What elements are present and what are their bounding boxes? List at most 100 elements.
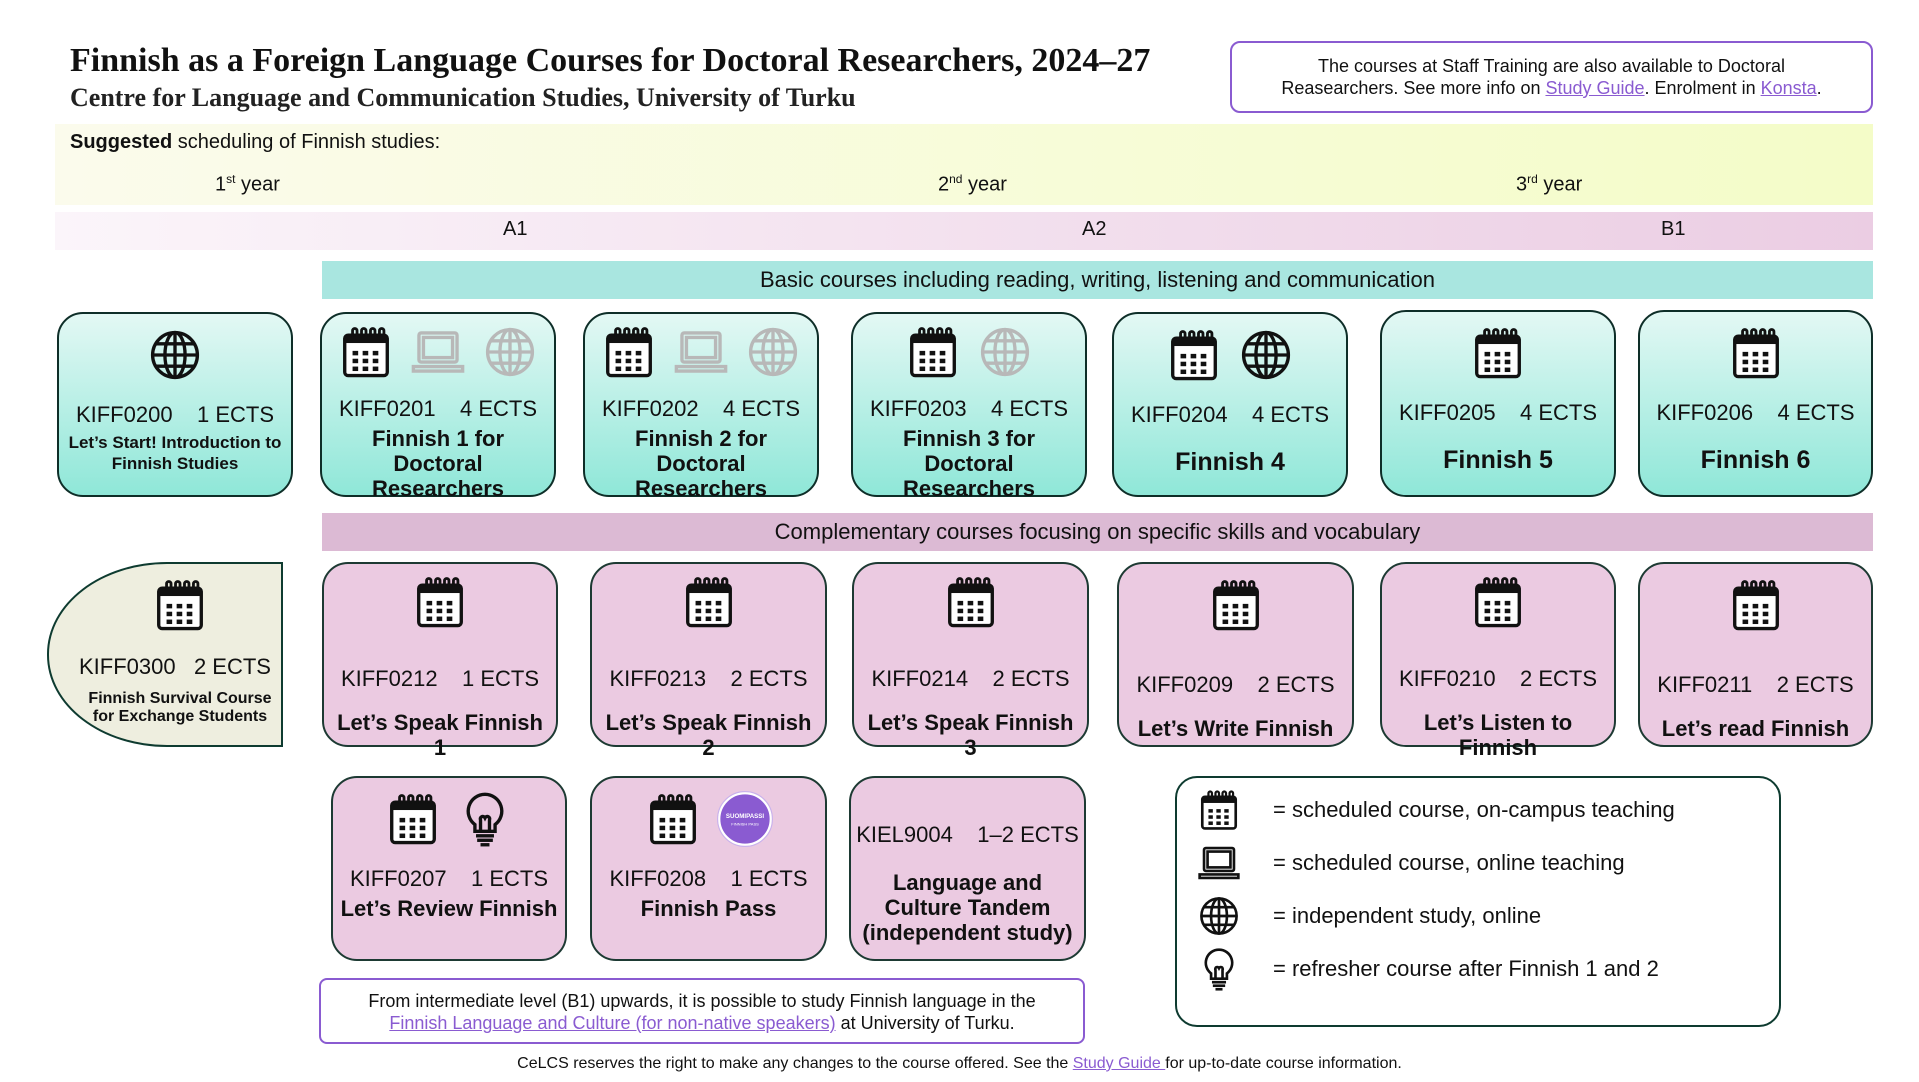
course-code: KIFF0207 1 ECTS	[349, 866, 549, 891]
konsta-link[interactable]: Konsta	[1760, 78, 1817, 98]
calendar-icon	[681, 574, 737, 630]
calendar-icon	[1470, 574, 1526, 630]
calendar-icon	[905, 324, 961, 380]
staff-training-info-box: The courses at Staff Training are also a…	[1230, 41, 1873, 113]
course-title: Let’s Listen to Finnish	[1423, 710, 1573, 760]
b1-note-text: From intermediate level (B1) upwards, it…	[368, 991, 1036, 1011]
course-card-kiff0300[interactable]: KIFF0300 2 ECTS Finnish Survival Course …	[47, 562, 283, 747]
calendar-icon	[412, 574, 468, 630]
footer-text: CeLCS reserves the right to make any cha…	[517, 1055, 1073, 1072]
course-code: KIFF0300 2 ECTS	[79, 654, 271, 679]
course-card-kiff0206[interactable]: KIFF0206 4 ECTS Finnish 6	[1638, 310, 1873, 497]
course-title: Language and Culture Tandem (independent…	[862, 870, 1073, 945]
page-title: Finnish as a Foreign Language Courses fo…	[70, 42, 1151, 79]
info-text: .	[1816, 78, 1822, 98]
calendar-icon	[1208, 577, 1264, 633]
calendar-icon	[338, 324, 394, 380]
course-code: KIFF0200 1 ECTS	[75, 402, 275, 427]
course-code: KIFF0210 2 ECTS	[1398, 666, 1598, 691]
laptop-icon	[410, 324, 466, 380]
info-text: . Enrolment in	[1644, 78, 1761, 98]
legend: = scheduled course, on-campus teaching = …	[1175, 776, 1781, 1027]
course-title: Let’s Speak Finnish 3	[867, 710, 1074, 760]
legend-text: = refresher course after Finnish 1 and 2	[1273, 956, 1659, 981]
course-title: Let’s Review Finnish	[340, 896, 558, 921]
course-icons	[1208, 574, 1264, 636]
calendar-icon	[601, 324, 657, 380]
globe-icon	[482, 324, 538, 380]
year-1: 1st year	[215, 172, 280, 196]
course-code: KIFF0205 4 ECTS	[1398, 400, 1598, 425]
course-title: Finnish Survival Course for Exchange Stu…	[88, 690, 272, 725]
calendar-icon	[152, 577, 208, 633]
course-icons	[601, 324, 801, 380]
course-icons	[1728, 322, 1784, 384]
info-text: Reasearchers. See more info on	[1281, 78, 1546, 98]
course-code: KIFF0214 2 ECTS	[871, 666, 1070, 691]
calendar-icon	[1470, 325, 1526, 381]
course-icons	[943, 574, 999, 630]
course-title: Let’s Speak Finnish 1	[337, 710, 543, 760]
footer-note: CeLCS reserves the right to make any cha…	[0, 1055, 1919, 1073]
schedule-label: Suggested scheduling of Finnish studies:	[70, 131, 440, 154]
course-code: KIFF0212 1 ECTS	[340, 666, 540, 691]
course-card-kiff0214[interactable]: KIFF0214 2 ECTS Let’s Speak Finnish 3	[852, 562, 1089, 760]
laptop-icon	[673, 324, 729, 380]
course-icons	[1470, 322, 1526, 384]
finnish-language-culture-link[interactable]: Finnish Language and Culture (for non-na…	[389, 1013, 836, 1033]
course-icons	[681, 574, 737, 630]
footer-text: for up-to-date course information.	[1165, 1055, 1402, 1072]
calendar-icon	[385, 791, 441, 847]
legend-item-calendar: = scheduled course, on-campus teaching	[1197, 788, 1675, 832]
course-icons	[1470, 574, 1526, 630]
course-icons	[338, 324, 538, 380]
course-card-kiff0210[interactable]: KIFF0210 2 ECTS Let’s Listen to Finnish	[1380, 562, 1616, 760]
globe-icon	[147, 327, 203, 383]
level-b1: B1	[1661, 218, 1686, 240]
course-title: Finnish 6	[1700, 446, 1811, 474]
course-icons: SUOMIPASSI FINNISH PASS	[645, 788, 773, 850]
course-icons	[905, 324, 1033, 380]
course-icons	[412, 574, 468, 630]
level-band	[55, 212, 1873, 250]
course-title: Let’s Write Finnish	[1137, 716, 1334, 741]
course-code: KIFF0201 4 ECTS	[338, 396, 538, 421]
legend-text: = independent study, online	[1273, 903, 1542, 928]
course-code: KIFF0208 1 ECTS	[609, 866, 808, 891]
course-title: Let’s Speak Finnish 2	[605, 710, 812, 760]
svg-text:SUOMIPASSI: SUOMIPASSI	[725, 813, 763, 820]
study-guide-link[interactable]: Study Guide	[1545, 78, 1645, 98]
course-card-kiff0207[interactable]: KIFF0207 1 ECTS Let’s Review Finnish	[331, 776, 567, 961]
schedule-label-bold: Suggested	[70, 131, 173, 153]
course-code: KIFF0209 2 ECTS	[1136, 672, 1335, 697]
legend-text: = scheduled course, on-campus teaching	[1273, 797, 1675, 822]
basic-courses-banner: Basic courses including reading, writing…	[322, 261, 1873, 299]
year-band	[55, 124, 1873, 205]
calendar-icon	[1728, 325, 1784, 381]
course-icons	[147, 324, 203, 386]
course-card-kiff0211[interactable]: KIFF0211 2 ECTS Let’s read Finnish	[1638, 562, 1873, 747]
svg-text:FINNISH PASS: FINNISH PASS	[731, 822, 759, 827]
course-code: KIFF0213 2 ECTS	[609, 666, 808, 691]
course-title: Let’s read Finnish	[1661, 716, 1850, 741]
legend-item-laptop: = scheduled course, online teaching	[1197, 841, 1625, 885]
course-card-kiff0213[interactable]: KIFF0213 2 ECTS Let’s Speak Finnish 2	[590, 562, 827, 760]
footer-study-guide-link[interactable]: Study Guide	[1072, 1055, 1166, 1072]
course-code: KIFF0211 2 ECTS	[1657, 672, 1854, 697]
legend-item-globe: = independent study, online	[1197, 894, 1541, 938]
course-icons	[1166, 324, 1294, 386]
year-2: 2nd year	[938, 172, 1007, 196]
course-card-kiff0209[interactable]: KIFF0209 2 ECTS Let’s Write Finnish	[1117, 562, 1354, 747]
complementary-courses-banner: Complementary courses focusing on specif…	[322, 513, 1873, 551]
course-card-kiff0212[interactable]: KIFF0212 1 ECTS Let’s Speak Finnish 1	[322, 562, 558, 760]
course-card-kiff0205[interactable]: KIFF0205 4 ECTS Finnish 5	[1380, 310, 1616, 497]
course-title: Finnish 5	[1443, 446, 1553, 474]
course-code: KIFF0206 4 ECTS	[1656, 400, 1855, 425]
